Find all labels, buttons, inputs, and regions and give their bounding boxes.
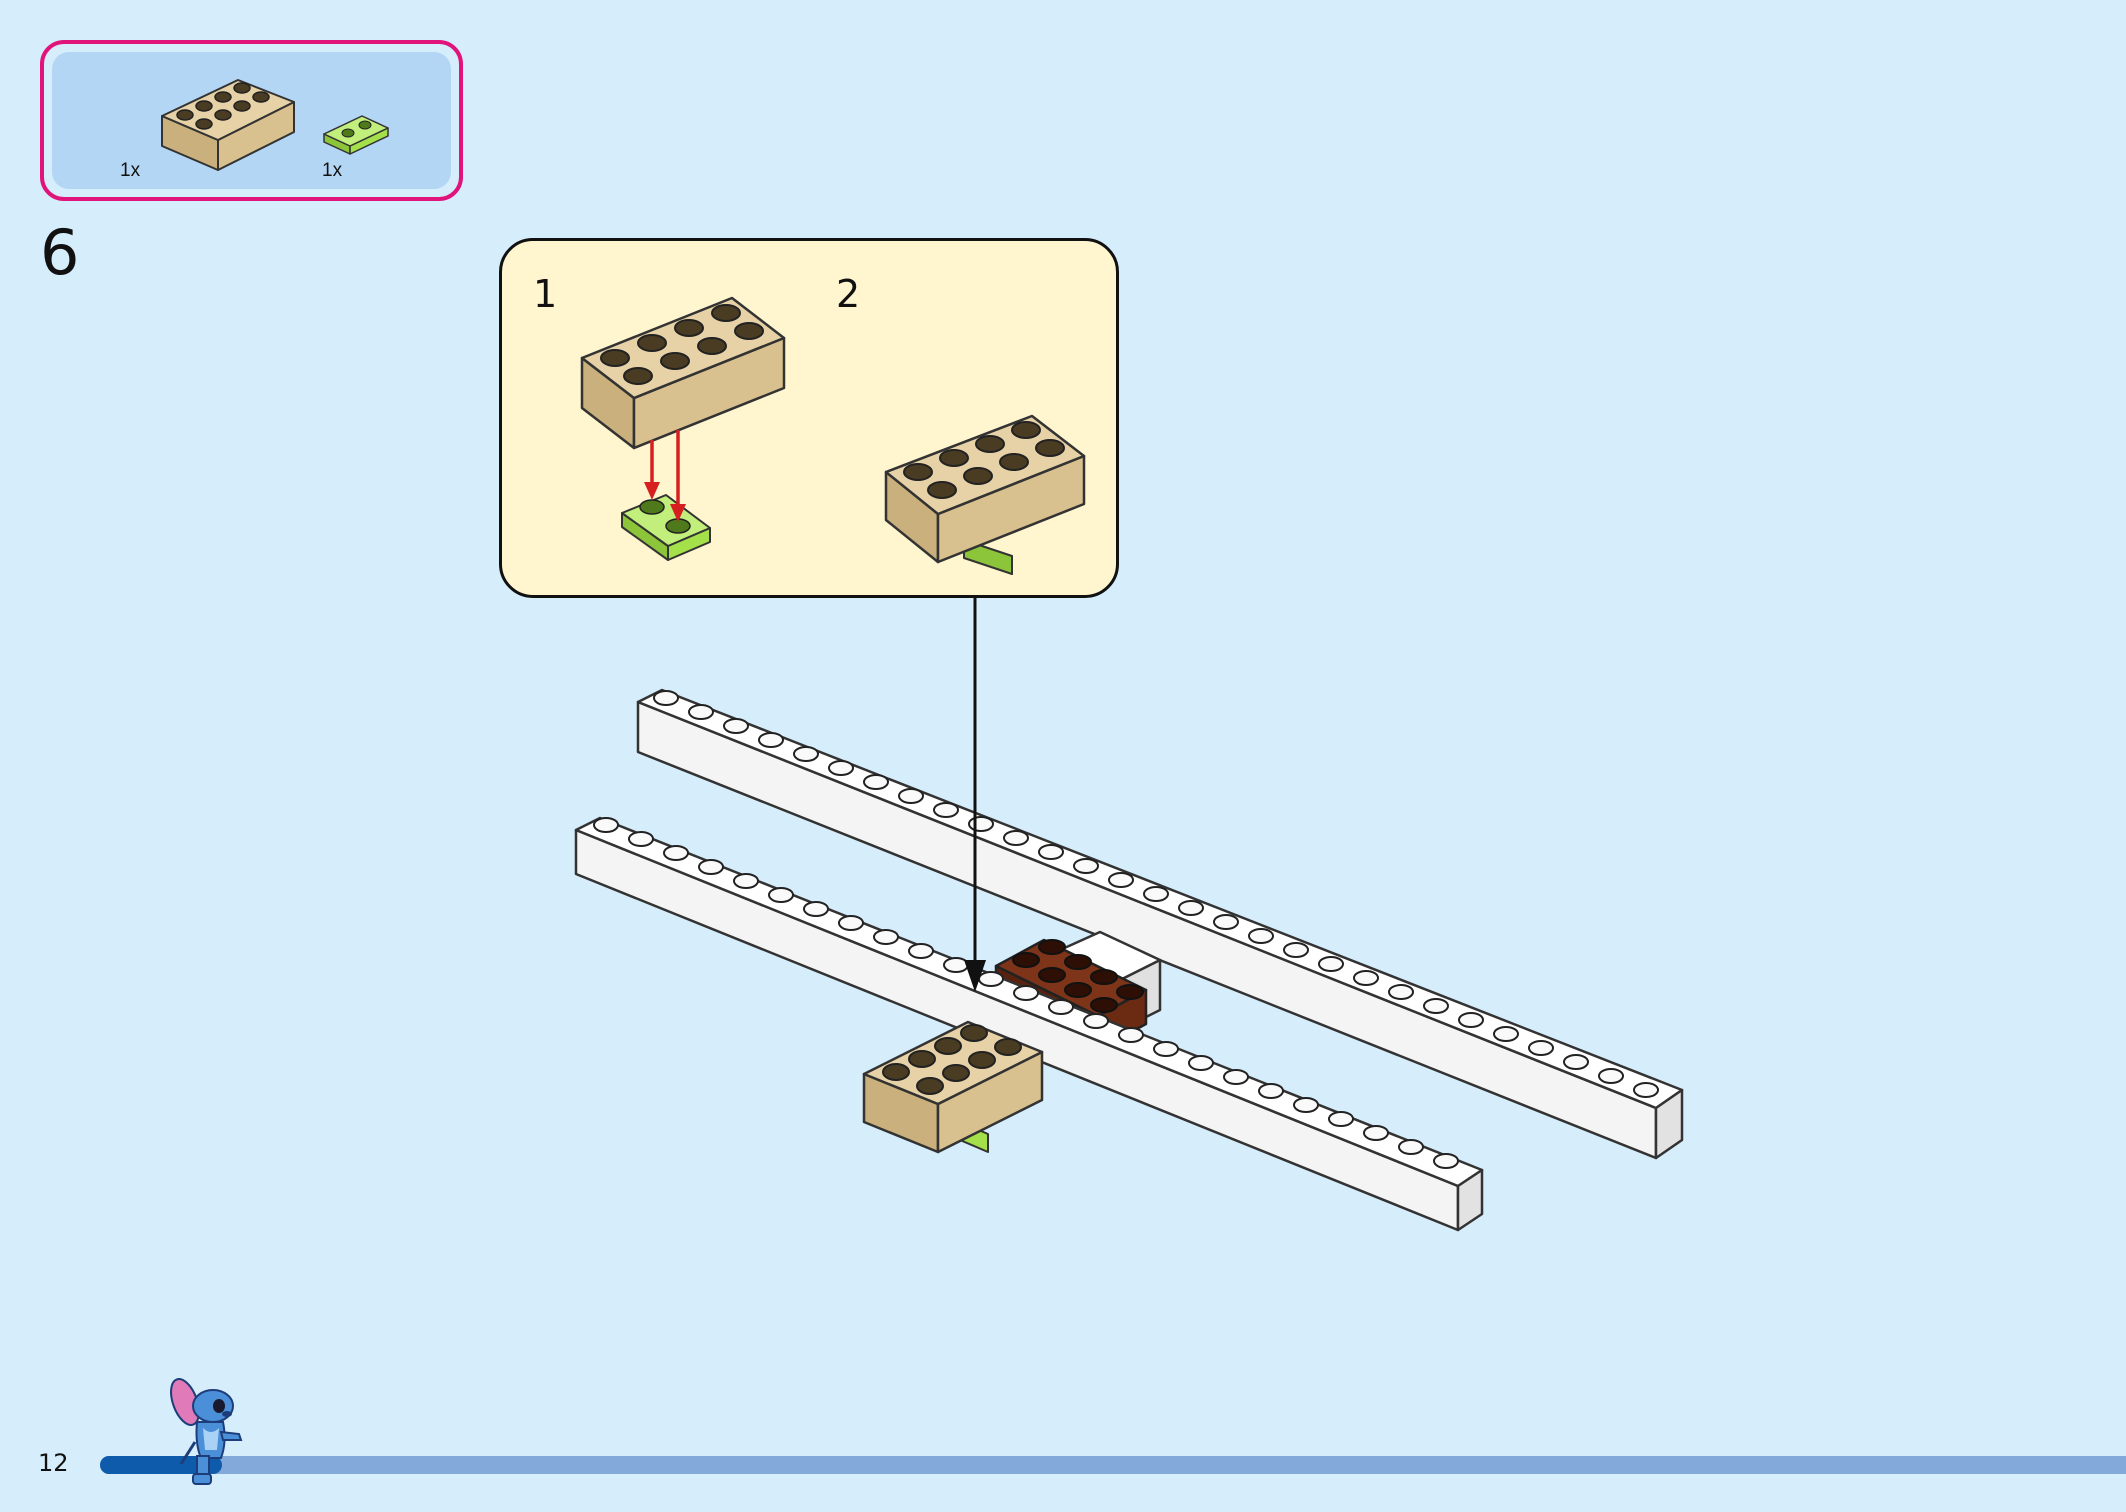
progress-track xyxy=(100,1456,2126,1474)
back-row-studs xyxy=(653,690,1659,1098)
substep-1-label: 1 xyxy=(533,272,558,316)
parts-list: 1x 1x xyxy=(40,40,463,201)
part-1-quantity: 1x xyxy=(120,160,141,181)
part-plate-1x2-lime xyxy=(323,115,389,155)
part-brick-2x4-tan xyxy=(161,79,295,171)
down-arrow-icon xyxy=(964,598,986,992)
progress-fill xyxy=(100,1456,222,1474)
step-number: 6 xyxy=(40,216,80,289)
page-number: 12 xyxy=(38,1449,69,1477)
red-arrow-icon xyxy=(644,430,686,522)
substep-2-label: 2 xyxy=(836,272,861,316)
front-row-studs xyxy=(593,817,1459,1169)
substep-2-illustration xyxy=(884,414,1086,575)
part-2-quantity: 1x xyxy=(322,160,343,181)
substep-1-illustration xyxy=(580,296,786,561)
stitch-figure-icon xyxy=(170,1378,243,1485)
main-assembly-illustration xyxy=(574,688,1684,1232)
